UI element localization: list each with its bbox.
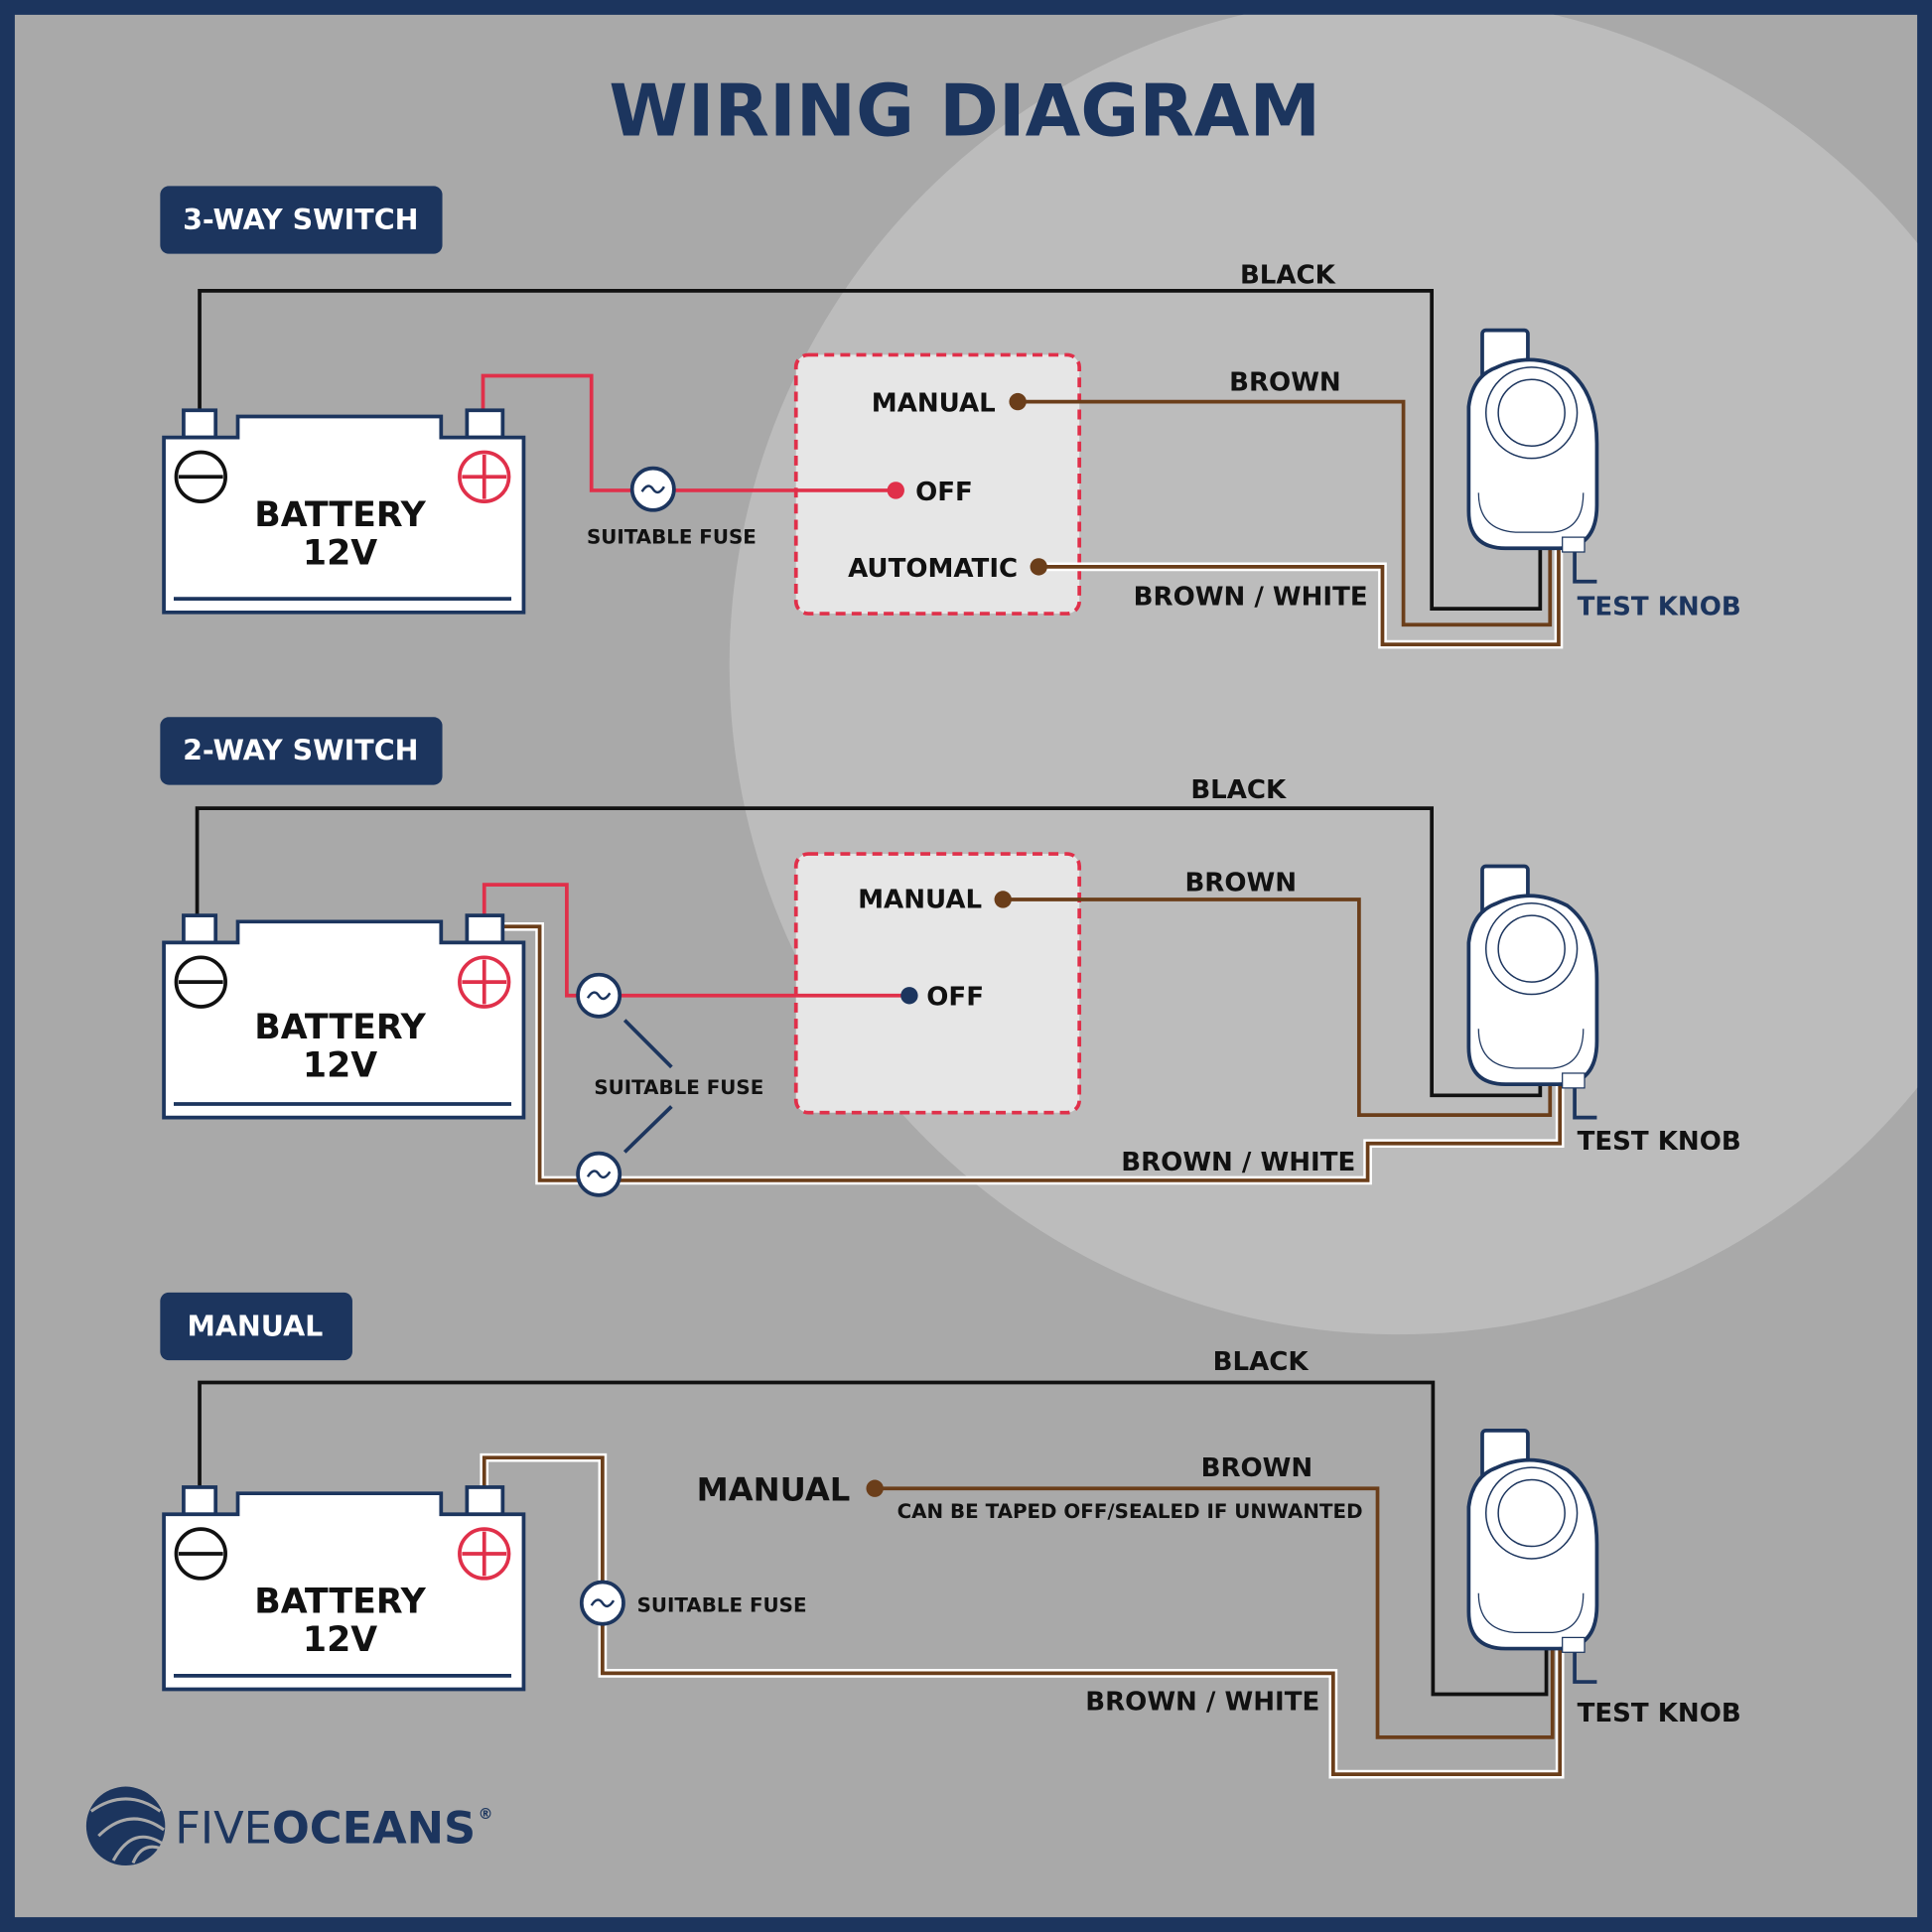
taped-off-note: CAN BE TAPED OFF/SEALED IF UNWANTED bbox=[897, 1500, 1363, 1523]
battery-label: BATTERY bbox=[254, 495, 426, 535]
manual-terminal bbox=[994, 891, 1012, 908]
logo-text-bold: OCEANS bbox=[272, 1803, 476, 1855]
brown-white-wire-label: BROWN / WHITE bbox=[1121, 1148, 1355, 1177]
battery-voltage: 12V bbox=[303, 1620, 377, 1660]
battery-voltage: 12V bbox=[303, 1046, 377, 1086]
brown-white-wire-label: BROWN / WHITE bbox=[1085, 1688, 1319, 1718]
red-wire bbox=[482, 883, 909, 998]
test-knob-label: TEST KNOB bbox=[1578, 1127, 1741, 1157]
brown-white-wire-label: BROWN / WHITE bbox=[1134, 582, 1368, 612]
switch-manual-label: MANUAL bbox=[858, 886, 982, 915]
section-badge bbox=[160, 1292, 352, 1361]
brown-wire-label: BROWN bbox=[1229, 367, 1341, 397]
section-3-way-switch: 3-WAY SWITCH BATTERY 12V SUITABLE FUSE M… bbox=[160, 186, 1741, 649]
section-badge bbox=[160, 186, 443, 254]
section-badge-label: 3-WAY SWITCH bbox=[183, 204, 418, 236]
brown-wire-label: BROWN bbox=[1201, 1453, 1313, 1483]
fuse-icon bbox=[579, 1580, 625, 1626]
black-wire bbox=[195, 806, 1543, 1098]
section-2-way-switch: 2-WAY SWITCH BATTERY 12V SUITABLE FUSE M… bbox=[160, 717, 1741, 1197]
logo-text-light: FIVE bbox=[175, 1803, 272, 1855]
battery-label: BATTERY bbox=[254, 1583, 426, 1622]
fuse-icon bbox=[576, 1151, 622, 1197]
battery-voltage: 12V bbox=[303, 533, 377, 573]
switch-box bbox=[793, 852, 1082, 1115]
fuse-icon bbox=[576, 972, 622, 1019]
brown-wire bbox=[1018, 399, 1553, 627]
switch-box bbox=[793, 352, 1082, 616]
switch-automatic-label: AUTOMATIC bbox=[848, 554, 1018, 584]
fuse-leader-lines bbox=[622, 1019, 673, 1154]
fiveoceans-logo: FIVEOCEANS® bbox=[85, 1786, 493, 1865]
brown-wire-label: BROWN bbox=[1184, 868, 1297, 897]
black-wire-label: BLACK bbox=[1240, 260, 1336, 290]
brown-white-wire bbox=[502, 924, 1563, 1182]
red-wire bbox=[481, 373, 897, 492]
switch-off-label: OFF bbox=[926, 983, 984, 1013]
test-knob-label: TEST KNOB bbox=[1578, 1699, 1741, 1728]
logo-mark-icon bbox=[85, 1786, 166, 1865]
switch-manual-label: MANUAL bbox=[872, 389, 996, 419]
switch-off-label: OFF bbox=[915, 478, 973, 507]
automatic-terminal bbox=[1030, 558, 1047, 576]
section-manual: MANUAL BATTERY 12V SUITABLE FUSE MANUAL … bbox=[160, 1292, 1741, 1779]
manual-terminal bbox=[866, 1479, 884, 1497]
manual-label: MANUAL bbox=[697, 1471, 851, 1509]
black-wire-label: BLACK bbox=[1213, 1347, 1310, 1377]
brown-wire bbox=[1003, 897, 1553, 1118]
fuse-label: SUITABLE FUSE bbox=[587, 525, 757, 548]
registered-mark: ® bbox=[479, 1805, 493, 1823]
off-terminal bbox=[900, 987, 918, 1005]
section-badge bbox=[160, 717, 443, 785]
battery-label: BATTERY bbox=[254, 1008, 426, 1047]
brown-white-wire bbox=[1038, 529, 1561, 646]
black-wire-label: BLACK bbox=[1190, 775, 1287, 805]
page-title: WIRING DIAGRAM bbox=[609, 69, 1320, 153]
fuse-icon bbox=[629, 466, 676, 512]
brown-wire bbox=[875, 1486, 1555, 1739]
fuse-label: SUITABLE FUSE bbox=[594, 1076, 763, 1099]
test-knob-label: TEST KNOB bbox=[1578, 592, 1741, 621]
fuse-label: SUITABLE FUSE bbox=[637, 1593, 807, 1616]
off-terminal bbox=[887, 482, 904, 499]
black-wire bbox=[198, 289, 1543, 611]
section-badge-label: 2-WAY SWITCH bbox=[183, 735, 418, 767]
section-badge-label: MANUAL bbox=[187, 1310, 323, 1342]
black-wire bbox=[198, 1380, 1549, 1697]
logo-wordmark: FIVEOCEANS® bbox=[175, 1803, 492, 1855]
manual-terminal bbox=[1009, 392, 1027, 411]
brown-white-wire bbox=[482, 1455, 1563, 1777]
